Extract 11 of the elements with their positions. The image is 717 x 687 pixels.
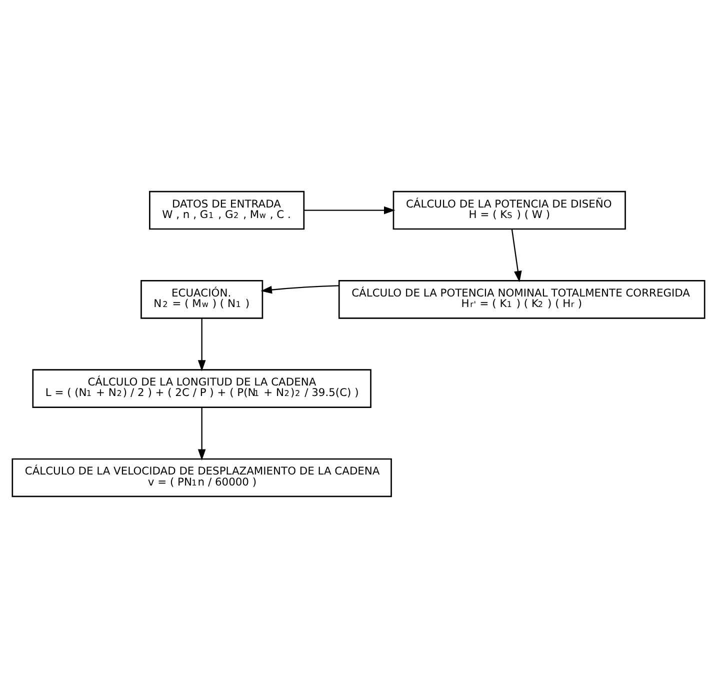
arrow xyxy=(304,206,396,214)
node-box: CÁLCULO DE LA POTENCIA NOMINAL TOTALMENTE CORREGIDA Hr' = ( K1 ) ( K2 ) ( Hr ) xyxy=(338,280,706,318)
node-box: CÁLCULO DE LA VELOCIDAD DE DESPLAZAMIENTO DE LA CADENA v = ( PN1n / 60000 ) xyxy=(12,458,392,497)
node-box: DATOS DE ENTRADA W , n , G1 , G2 , Mw , C . xyxy=(149,190,305,230)
arrow xyxy=(198,407,206,460)
node-box: ECUACIÓN. N2 = ( Mw ) ( N1 ) xyxy=(140,280,264,318)
node-box: CÁLCULO DE LA LONGITUD DE LA CADENA L = ( (N1 + N2) / 2 ) + ( 2C / P ) + ( P(N1 + N2)2 / 39.5(C) ) xyxy=(32,368,372,408)
arrow xyxy=(260,284,339,294)
node-box: CÁLCULO DE LA POTENCIA DE DISEÑO H = ( KS ) ( W ) xyxy=(392,190,626,230)
arrow xyxy=(511,228,522,282)
arrow xyxy=(198,318,206,371)
